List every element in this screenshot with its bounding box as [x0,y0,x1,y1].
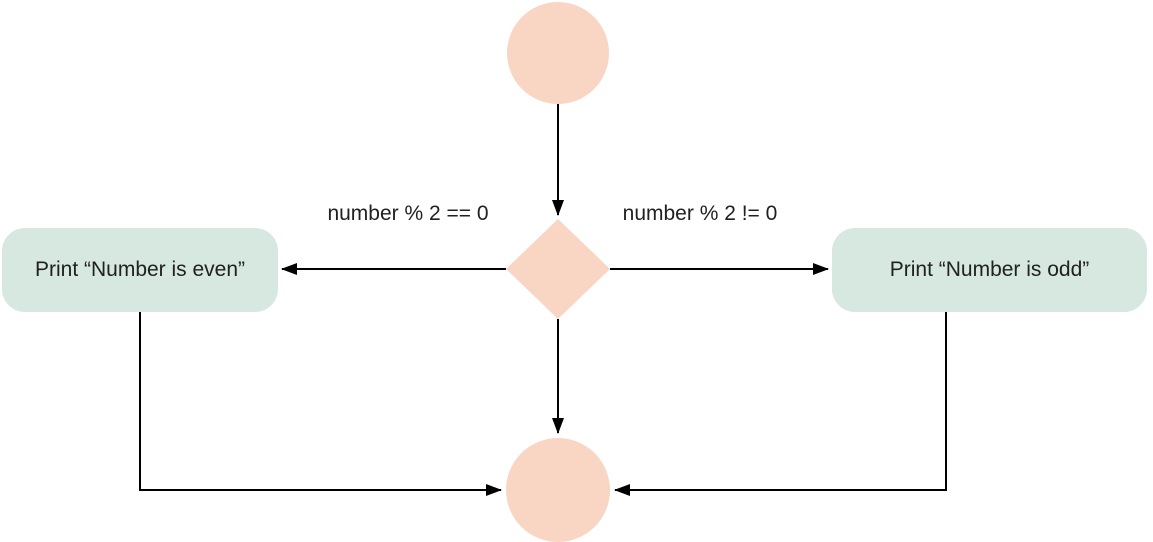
process-label-even: Print “Number is even” [34,258,246,282]
end-node [506,438,610,542]
edge-even-to-end [139,312,502,496]
process-node-even [2,228,278,312]
start-node [507,2,609,104]
process-node-odd [832,228,1147,312]
edge-label-odd-condition: number % 2 != 0 [622,202,778,225]
edge-label-even-condition: number % 2 == 0 [327,202,489,225]
edge-odd-to-end [614,312,947,496]
process-label-odd: Print “Number is odd” [889,258,1090,282]
decision-node [506,219,610,319]
